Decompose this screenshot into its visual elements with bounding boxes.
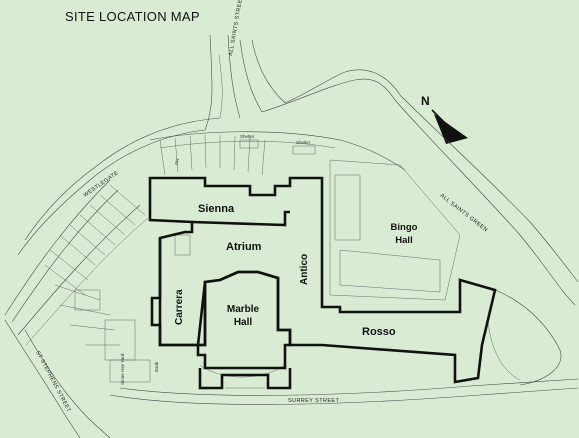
zone-label-rosso: Rosso — [362, 326, 396, 338]
street-label-all-saints-green: ALL SAINTS GREEN — [439, 193, 489, 234]
shelter-label-1: Shelter — [240, 134, 255, 139]
street-label-all-saints-street: ALL SAINTS STREET — [228, 0, 245, 56]
minor-labels: Shelter Shelter Stone Hse Yard Bank PH — [120, 134, 311, 385]
zone-label-sienna: Sienna — [198, 203, 235, 215]
street-label-westlegate: WESTLEGATE — [83, 170, 120, 199]
shelter-label-2: Shelter — [296, 140, 311, 145]
zone-label-carrera: Carrera — [174, 289, 185, 325]
zone-label-antico: Antico — [299, 254, 310, 285]
street-label-surrey-street: SURREY STREET — [288, 398, 339, 404]
north-label: N — [421, 94, 430, 108]
stone-house-label: Stone Hse Yard — [120, 353, 125, 385]
north-arrow-icon — [431, 109, 468, 144]
zone-label-atrium: Atrium — [226, 241, 262, 253]
development-outline — [148, 176, 497, 390]
map-title: SITE LOCATION MAP — [65, 9, 200, 24]
bank-label: Bank — [154, 361, 159, 372]
ph-label: PH — [174, 158, 180, 165]
street-label-st-stephens-street: ST STEPHENS STREET — [34, 350, 72, 414]
context-linework — [4, 34, 579, 438]
